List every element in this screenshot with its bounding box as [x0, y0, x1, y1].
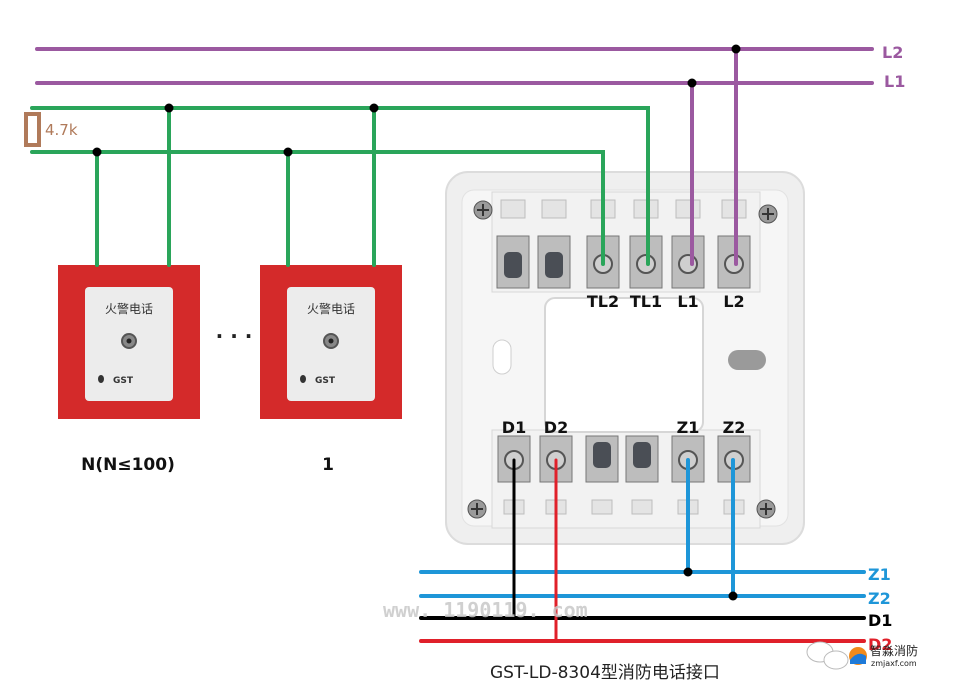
- mount-slot-right: [728, 350, 766, 370]
- phone-face-text: 火警电话: [307, 301, 355, 316]
- junction-dot: [369, 103, 379, 113]
- terminal-clip: [591, 499, 613, 515]
- corner-screw: [473, 200, 493, 220]
- terminal-label-tl2: TL2: [587, 292, 619, 311]
- phone-brand-text: GST: [315, 376, 336, 386]
- corner-screw: [756, 499, 776, 519]
- blank-terminal-button: [633, 442, 651, 468]
- phone-n-caption: N(N≤100): [81, 455, 175, 475]
- phone-face-text: 火警电话: [105, 301, 153, 316]
- terminal-label-d2: D2: [544, 418, 568, 437]
- corner-screw: [467, 499, 487, 519]
- brand-watermark: 智淼消防 zmjaxf.com: [806, 641, 918, 670]
- brand-url: zmjaxf.com: [871, 659, 917, 668]
- junction-dot: [728, 591, 738, 601]
- top-terminal-strip: [491, 191, 761, 293]
- tl1-wire: [30, 106, 650, 266]
- resistor-icon: [24, 112, 41, 147]
- terminal-label-d1: D1: [502, 418, 526, 437]
- junction-dot: [92, 147, 102, 157]
- resistor-label: 4.7k: [45, 121, 78, 139]
- screw-icon: [678, 254, 698, 274]
- bus-label-z1: Z1: [868, 565, 891, 584]
- terminal-label-tl1: TL1: [630, 292, 662, 311]
- phone-jack-icon: [126, 338, 132, 344]
- junction-dot: [164, 103, 174, 113]
- wechat-icon: [823, 650, 849, 670]
- url-watermark: www. 1190119. com: [383, 598, 588, 622]
- bus-label-d2: D2: [868, 635, 892, 654]
- tl2-wire: [30, 150, 605, 266]
- blank-terminal-button: [545, 252, 563, 278]
- phone-n: 火警电话 GST: [58, 265, 200, 419]
- blank-terminal-button: [504, 252, 522, 278]
- module-center-window: [544, 297, 704, 433]
- ellipsis: · · ·: [216, 324, 253, 348]
- terminal-clip: [500, 199, 526, 219]
- terminal-label-l2: L2: [723, 292, 744, 311]
- terminal-label-z1: Z1: [677, 418, 700, 437]
- terminal-label-l1: L1: [677, 292, 698, 311]
- bus-label-l2: L2: [882, 43, 903, 62]
- junction-dot: [283, 147, 293, 157]
- indicator-led: [98, 375, 104, 383]
- brand-name: 智淼消防: [870, 643, 918, 658]
- indicator-led: [300, 375, 306, 383]
- bus-label-d1: D1: [868, 611, 892, 630]
- bus-label-l1: L1: [884, 72, 905, 91]
- junction-dot: [731, 44, 741, 54]
- terminal-clip: [631, 499, 653, 515]
- diagram-title: GST-LD-8304型消防电话接口: [490, 663, 720, 683]
- phone-brand-text: GST: [113, 376, 134, 386]
- terminal-label-z2: Z2: [723, 418, 746, 437]
- phone-1-caption: 1: [322, 455, 334, 475]
- terminal-clip: [675, 199, 701, 219]
- phone-jack-icon: [328, 338, 334, 344]
- terminal-clip: [541, 199, 567, 219]
- brand-logo-icon: [850, 653, 866, 664]
- bus-label-z2: Z2: [868, 589, 891, 608]
- junction-dot: [687, 78, 697, 88]
- blank-terminal-button: [593, 442, 611, 468]
- corner-screw: [758, 204, 778, 224]
- junction-dot: [683, 567, 693, 577]
- interface-module: TL2 TL1 L1 L2 D1 D2 Z1 Z2: [445, 171, 805, 545]
- phone-1: 火警电话 GST: [260, 265, 402, 419]
- mount-slot-left: [492, 339, 512, 375]
